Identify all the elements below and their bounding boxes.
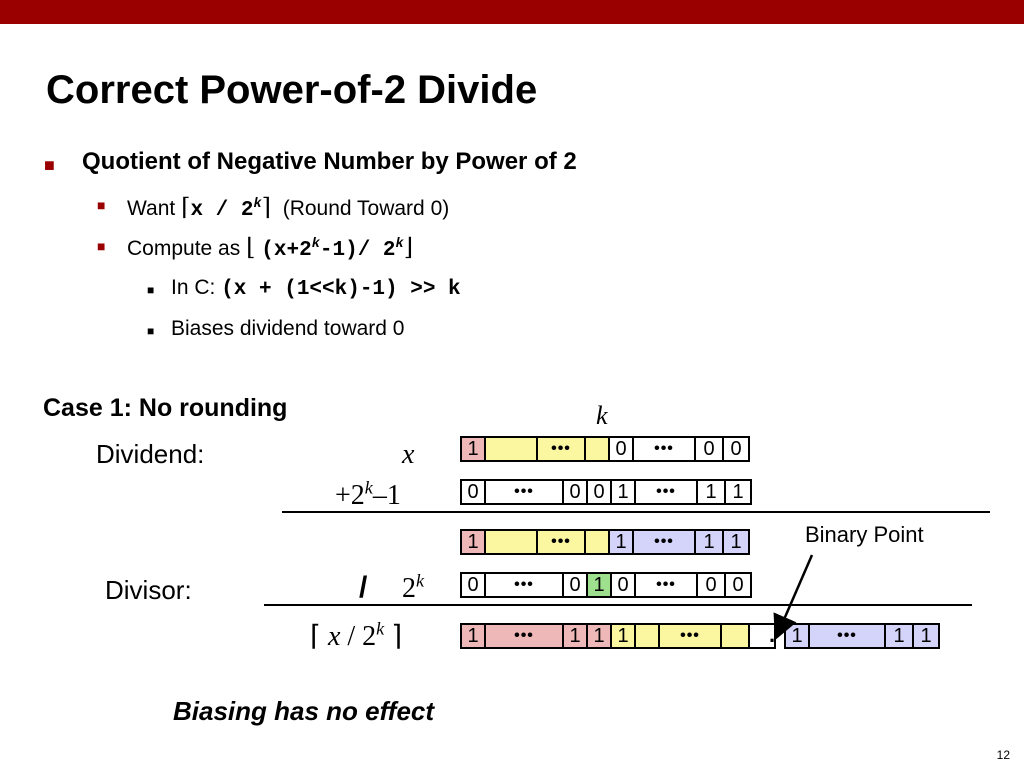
bit-cell: 1 <box>610 531 634 553</box>
page-number: 12 <box>996 748 1010 762</box>
top-bar <box>0 0 1024 24</box>
bit-cell <box>750 625 774 647</box>
bit-ellipsis: ••• <box>486 574 564 596</box>
divisor-label: Divisor: <box>105 575 192 605</box>
bit-cell <box>586 438 610 460</box>
want-trail: (Round Toward 0) <box>282 197 450 220</box>
want-code: x / 2 <box>190 199 254 222</box>
x-label: x <box>402 439 415 470</box>
bit-cell: 0 <box>612 574 636 596</box>
bullet-marker: ■ <box>147 283 155 297</box>
bit-ellipsis: ••• <box>486 625 564 647</box>
floor-right: ⌋ <box>403 233 414 261</box>
bit-cell: 0 <box>610 438 634 460</box>
ceil-result-label: ⌈ x / 2k ⌉ <box>310 618 403 652</box>
bit-cell: 1 <box>696 531 724 553</box>
compute-exp2: k <box>395 237 404 252</box>
bullet-quotient: Quotient of Negative Number by Power of … <box>82 148 577 175</box>
bit-ellipsis: ••• <box>486 481 564 503</box>
bit-ellipsis: ••• <box>810 625 886 647</box>
bit-cell <box>722 625 750 647</box>
compute-code-a: (x+2 <box>261 239 312 262</box>
bullet-marker: ■ <box>147 324 155 338</box>
dividend-label: Dividend: <box>96 439 205 469</box>
bit-cell: 0 <box>588 481 612 503</box>
division-rule <box>264 604 972 606</box>
bit-cell: 1 <box>886 625 914 647</box>
bit-cell: 1 <box>914 625 938 647</box>
bit-ellipsis: ••• <box>634 438 696 460</box>
bit-cell: 1 <box>462 531 486 553</box>
bit-cell: 1 <box>462 438 486 460</box>
bit-cell: 0 <box>462 574 486 596</box>
inc-code: (x + (1<<k)-1) >> k <box>221 278 461 301</box>
bit-cell <box>586 531 610 553</box>
bit-cell: 0 <box>564 481 588 503</box>
page-title: Correct Power-of-2 Divide <box>46 68 538 112</box>
bit-cell: 1 <box>462 625 486 647</box>
bit-ellipsis: ••• <box>660 625 722 647</box>
bit-ellipsis: ••• <box>538 531 586 553</box>
bit-cell: 0 <box>564 574 588 596</box>
bit-cell: 1 <box>698 481 726 503</box>
compute-exp: k <box>311 237 320 252</box>
bullet-biases: Biases dividend toward 0 <box>171 317 405 340</box>
bit-ellipsis: ••• <box>636 574 698 596</box>
bullet-want: Want ⌈x / 2k⌉ (Round Toward 0) <box>127 193 449 222</box>
two-k-label: 2k <box>402 570 425 604</box>
compute-code-b: -1)/ 2 <box>319 239 396 262</box>
want-lead: Want <box>127 197 176 220</box>
bullet-compute: Compute as ⌊ (x+2k-1)/ 2k⌋ <box>127 233 413 262</box>
bit-ellipsis: ••• <box>636 481 698 503</box>
bit-cell: 1 <box>588 574 612 596</box>
bit-cell: 1 <box>612 481 636 503</box>
ceil-right: ⌉ <box>261 193 272 221</box>
addition-rule <box>282 511 990 513</box>
case-title: Case 1: No rounding <box>43 394 288 422</box>
bullet-inc: In C: (x + (1<<k)-1) >> k <box>171 276 461 301</box>
k-label: k <box>596 401 608 430</box>
bit-ellipsis: ••• <box>538 438 586 460</box>
bit-cell: 1 <box>564 625 588 647</box>
binary-point-dot: . <box>769 622 776 647</box>
bit-cell: 0 <box>462 481 486 503</box>
plus-bias-label: +2k–1 <box>335 477 401 511</box>
floor-left: ⌊ <box>246 233 256 261</box>
bit-cell: 1 <box>588 625 612 647</box>
bit-cell <box>486 438 538 460</box>
bit-cell: 1 <box>612 625 636 647</box>
binary-point-label: Binary Point <box>805 522 924 547</box>
bit-cell: 0 <box>726 574 750 596</box>
bit-cell: 1 <box>724 531 748 553</box>
bullet-marker: ■ <box>44 155 55 175</box>
bit-cell: 0 <box>696 438 724 460</box>
want-exp: k <box>253 197 262 212</box>
bullet-marker: ■ <box>97 197 106 213</box>
bit-cell: 1 <box>726 481 750 503</box>
bit-cell: 0 <box>698 574 726 596</box>
bit-cell <box>486 531 538 553</box>
inc-lead: In C: <box>171 276 216 299</box>
bit-cell: 0 <box>724 438 748 460</box>
divide-operator: / <box>359 571 368 604</box>
bit-cell <box>636 625 660 647</box>
bullet-marker: ■ <box>97 238 106 254</box>
bit-ellipsis: ••• <box>634 531 696 553</box>
ceil-left: ⌈ <box>181 193 191 221</box>
caption: Biasing has no effect <box>173 696 435 726</box>
compute-lead: Compute as <box>127 237 241 260</box>
